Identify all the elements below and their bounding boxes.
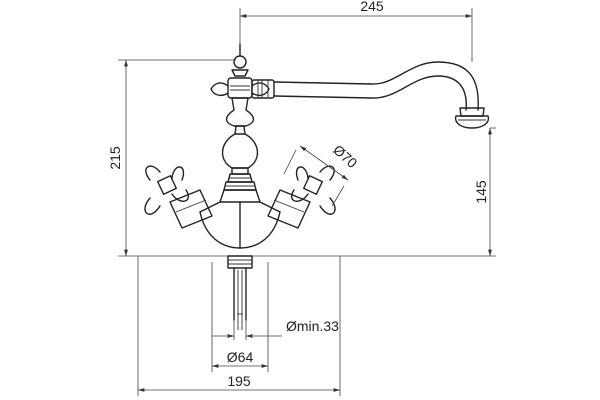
baluster-column: [221, 97, 259, 191]
dimension-shank-diameter: Ø64: [211, 262, 269, 372]
dimension-spout-height: 145: [252, 127, 496, 257]
dimension-hole-diameter: Ømin.33: [212, 318, 339, 340]
dimension-label-215: 215: [107, 146, 123, 170]
left-handle: [144, 165, 213, 229]
dimension-label-245: 245: [360, 0, 384, 14]
dimension-label-omin33: Ømin.33: [286, 318, 339, 334]
dimension-label-195: 195: [227, 373, 251, 389]
dimension-spout-reach: 245: [239, 0, 473, 62]
top-cross-handle: [210, 77, 270, 99]
dimension-total-height: 215: [107, 59, 236, 257]
dimension-label-145: 145: [473, 180, 489, 204]
faucet-outline: [144, 43, 490, 330]
spout: [251, 61, 490, 129]
base-body: [199, 189, 281, 249]
dimension-base-width: 195: [137, 256, 341, 396]
dimension-label-o70: Ø70: [330, 141, 361, 171]
dimension-label-o64: Ø64: [227, 349, 254, 365]
top-finial: [231, 43, 249, 77]
shank: [227, 255, 253, 330]
